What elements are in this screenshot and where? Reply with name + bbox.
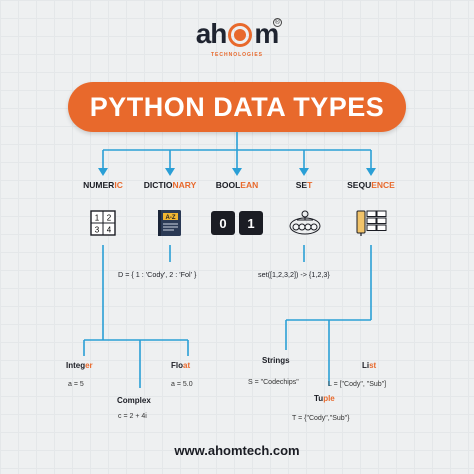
strings-example: S = "Codechips" [248,379,299,386]
logo-tagline: TECHNOLOGIES [210,52,263,58]
category-dictionary-label-highlight: NARY [172,180,197,190]
list-label-highlight: st [369,361,377,370]
tuple-label: Tu [314,394,324,403]
category-numeric: NUMERIC [78,180,128,194]
dictionary-icon-label: A-Z [166,215,176,221]
float-label-highlight: at [183,361,191,370]
numeric-type-float: Float [171,361,190,370]
category-set-label: SE [295,180,308,190]
set-nodes-icon [289,210,321,235]
category-set: SET [284,180,324,194]
sequence-list-icon [356,210,387,236]
sequence-type-list: List [362,361,376,370]
category-boolean: BOOLEAN [210,180,264,194]
boolean-bits-icon: 0 1 [211,211,263,235]
complex-label: Complex [117,396,151,405]
tuple-example: T = {"Cody","Sub"} [292,415,350,422]
float-label: Flo [171,361,183,370]
category-numeric-label-highlight: IC [114,180,123,190]
numeric-digit: 3 [95,226,100,235]
numeric-type-integer: Integer [66,361,93,370]
category-dictionary-label: DICTIO [143,180,173,190]
integer-label-highlight: er [85,361,93,370]
boolean-digit: 1 [247,216,254,231]
integer-example: a = 5 [68,381,84,388]
numeric-digit: 2 [107,214,112,223]
registered-mark: ® [273,18,282,27]
numeric-grid-icon: 1 2 3 4 [90,210,116,236]
list-example: L = ["Cody", "Sub"] [328,381,387,388]
dictionary-example: D = { 1 : 'Cody', 2 : 'Fol' } [118,270,197,279]
category-set-label-highlight: T [307,180,313,190]
tuple-label-highlight: ple [323,394,335,403]
logo-text-left: ah [195,18,228,49]
strings-label: Strings [262,356,290,365]
category-boolean-label-highlight: EAN [240,180,259,190]
float-example: a = 5.0 [171,381,193,388]
numeric-type-complex: Complex [117,396,151,405]
category-boolean-label: BOOL [215,180,241,190]
category-sequence: SEQUENCE [340,180,402,194]
page-title: PYTHON DATA TYPES [68,82,406,132]
complex-example: c = 2 + 4i [118,413,147,420]
category-sequence-label: SEQU [347,180,372,190]
list-label: Li [362,361,370,370]
boolean-digit: 0 [219,216,226,231]
dictionary-book-icon: A-Z [158,210,181,236]
category-sequence-label-highlight: ENCE [371,180,395,190]
sequence-type-tuple: Tuple [314,394,335,403]
integer-label: Integ [66,361,86,370]
numeric-digit: 4 [107,226,112,235]
category-numeric-label: NUMER [83,180,115,190]
website-url[interactable]: www.ahomtech.com [174,443,300,458]
sequence-type-strings: Strings [262,356,290,365]
logo-o-icon [228,23,253,47]
category-dictionary: DICTIONARY [142,180,198,194]
numeric-digit: 1 [95,214,100,223]
set-example: set([1,2,3,2]) -> {1,2,3} [258,270,330,279]
